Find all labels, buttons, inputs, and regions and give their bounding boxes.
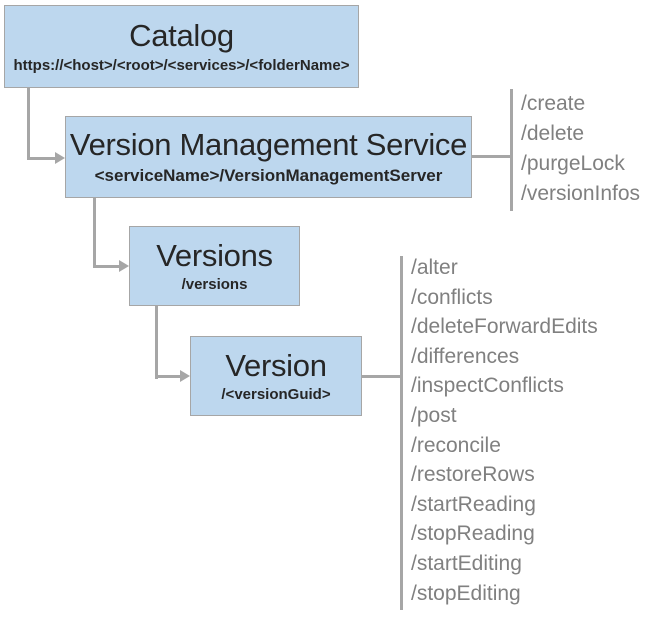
arrow-right-icon (55, 152, 65, 164)
connector-vms-to-versions-horizontal (93, 265, 120, 268)
connector-catalog-to-vms-vertical (27, 88, 30, 160)
connector-vms-to-versions-vertical (93, 198, 96, 268)
connector-versions-to-version-horizontal (155, 375, 181, 378)
version-operation: /inspectConflicts (411, 374, 564, 398)
version-operation: /reconcile (411, 433, 501, 457)
version-operation: /alter (411, 256, 458, 279)
vms-operations-list: /create /delete /purgeLock /versionInfos (521, 89, 640, 209)
version-operation: /stopEditing (411, 581, 521, 605)
version-operation: /post (411, 403, 457, 427)
connector-version-to-operations (362, 375, 401, 378)
version-url-pattern: /<versionGuid> (221, 386, 331, 404)
version-operation: /startEditing (411, 551, 522, 575)
versions-node: Versions /versions (129, 226, 300, 306)
connector-versions-to-version-vertical (155, 306, 158, 379)
version-management-service-url-pattern: <serviceName>/VersionManagementServer (94, 165, 443, 185)
version-node: Version /<versionGuid> (190, 336, 362, 416)
version-operations-bracket-line (400, 256, 403, 610)
arrow-right-icon (180, 370, 190, 382)
version-operations-list: /alter /conflicts /deleteForwardEdits /d… (411, 253, 598, 608)
version-management-service-title: Version Management Service (69, 127, 468, 163)
versions-url-pattern: /versions (181, 276, 248, 294)
connector-catalog-to-vms-horizontal (27, 157, 55, 160)
version-title: Version (225, 347, 327, 383)
versions-title: Versions (156, 237, 273, 273)
version-management-service-node: Version Management Service <serviceName>… (65, 116, 472, 198)
version-operation: /deleteForwardEdits (411, 315, 598, 339)
version-operation: /stopReading (411, 522, 535, 546)
arrow-right-icon (119, 260, 129, 272)
vms-operation: /purgeLock (521, 152, 625, 175)
catalog-url-pattern: https://<host>/<root>/<services>/<folder… (13, 56, 350, 74)
vms-operations-bracket-line (510, 89, 513, 211)
vms-operation: /delete (521, 122, 585, 145)
version-operation: /conflicts (411, 285, 493, 309)
version-operation: /restoreRows (411, 463, 535, 487)
version-operation: /startReading (411, 492, 536, 516)
vms-operation: /versionInfos (521, 182, 641, 205)
catalog-title: Catalog (129, 18, 234, 54)
vms-operation: /create (521, 92, 586, 115)
catalog-node: Catalog https://<host>/<root>/<services>… (4, 5, 359, 88)
connector-vms-to-operations (472, 155, 511, 158)
version-operation: /differences (411, 344, 520, 368)
